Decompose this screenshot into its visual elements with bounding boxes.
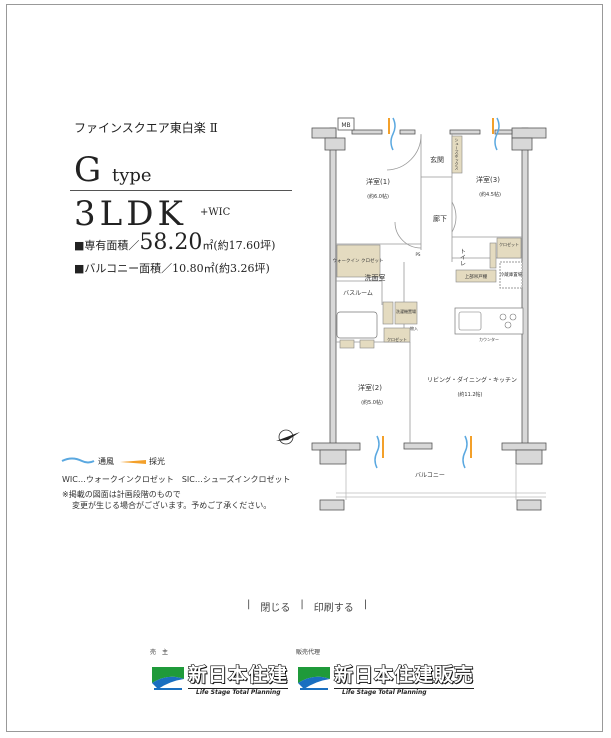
seller-logo: 売 主 新日本住建 Life Stage Total Planning — [150, 647, 289, 696]
private-area-label: ■専有面積／ — [74, 239, 140, 252]
room3-label: 洋室(3) — [476, 175, 500, 184]
closet-label: クロゼット — [499, 241, 519, 247]
room1-label: 洋室(1) — [366, 177, 390, 186]
toilet-label: トイレ — [459, 248, 466, 266]
private-area-unit: ㎡(約17.60坪) — [202, 239, 276, 252]
light-legend-icon — [120, 460, 146, 464]
agent-name: 新日本住建販売 — [333, 663, 475, 686]
stove-icon — [499, 313, 517, 329]
compass-icon — [276, 429, 300, 445]
wind-legend-icon — [61, 457, 95, 464]
sink-icon — [458, 311, 482, 331]
mb-box — [337, 117, 355, 131]
agent-tagline: Life Stage Total Planning — [334, 688, 475, 696]
walk-in-closet — [336, 244, 381, 278]
room2-label: 洋室(2) — [358, 383, 382, 392]
building-name: ファインスクエア東白楽 Ⅱ — [74, 121, 218, 135]
room1-size: (約6.0帖) — [367, 193, 389, 200]
closet-2 — [383, 327, 411, 343]
laundry-label: 洗濯機置場 — [396, 308, 416, 314]
note-line2: 変更が生じる場合がございます。予めご了承ください。 — [72, 501, 272, 510]
separator: | — [247, 599, 251, 610]
private-area: ■専有面積／58.20㎡(約17.60坪) — [74, 230, 275, 256]
ldk-size: (約11.2帖) — [457, 391, 482, 398]
upper-cabinet-label: 上部吊戸棚 — [465, 273, 488, 280]
balcony-area: ■バルコニー面積／10.80㎡(約3.26坪) — [74, 262, 270, 275]
unit-type: G type — [74, 152, 152, 194]
wic-label: ウォークイン クロゼット — [333, 257, 384, 264]
layout-extra: +WIC — [200, 207, 231, 218]
shoe-box — [451, 135, 463, 174]
seller-tagline: Life Stage Total Planning — [188, 688, 289, 696]
storage-areas — [336, 135, 522, 349]
separator: | — [300, 599, 304, 610]
seller-caption: 売 主 — [150, 649, 169, 656]
layout-name: 3LDK — [74, 194, 187, 234]
type-suffix: type — [111, 165, 152, 186]
shoe-box-label: シューズボックス — [455, 138, 460, 171]
counter-label: カウンター — [479, 336, 499, 342]
entrance-label: 玄関 — [430, 155, 444, 164]
bathtub — [336, 311, 378, 339]
private-area-value: 58.20 — [139, 230, 203, 255]
closet2-label: クロゼット — [387, 336, 407, 342]
agent-caption: 販売代理 — [296, 649, 321, 656]
close-link[interactable]: 閉じる — [260, 603, 291, 614]
upper-cabinet — [455, 269, 497, 283]
company-mark-icon — [152, 667, 184, 690]
walls — [311, 127, 547, 511]
ps-label: PS — [416, 252, 421, 257]
light-legend-label: 採光 — [149, 457, 165, 466]
bathroom-label: バスルーム — [343, 290, 373, 297]
washroom-label: 洗面室 — [365, 273, 386, 282]
agent-logo: 販売代理 新日本住建販売 Life Stage Total Planning — [296, 647, 475, 696]
notes: WIC…ウォークインクロゼット SIC…シューズインクロゼット ※掲載の図面は計… — [62, 474, 290, 511]
page-frame — [6, 4, 603, 732]
storage-label: 物入 — [410, 325, 418, 331]
note-line1: ※掲載の図面は計画段階のもので — [62, 490, 181, 499]
fridge-label: 冷蔵庫置場 — [500, 271, 523, 278]
separator: | — [363, 599, 368, 610]
balcony-label: バルコニー — [415, 472, 445, 479]
company-mark-icon — [298, 667, 330, 690]
closet-3 — [496, 237, 522, 259]
wind-legend-label: 通風 — [98, 457, 114, 466]
room2-size: (約5.0帖) — [361, 399, 383, 406]
hall-label: 廊下 — [433, 214, 447, 223]
abbrev-note: WIC…ウォークインクロゼット SIC…シューズインクロゼット — [62, 475, 291, 484]
actions-bar: | 閉じる | 印刷する | — [247, 599, 367, 614]
mb-label: MB — [341, 122, 350, 129]
seller-name: 新日本住建 — [187, 663, 289, 686]
room3-size: (約4.5帖) — [479, 191, 501, 198]
ldk-label: リビング・ダイニング・キッチン — [427, 376, 517, 384]
divider — [70, 190, 292, 191]
ventilation-markers — [374, 117, 500, 469]
print-link[interactable]: 印刷する — [313, 603, 354, 614]
type-letter: G — [74, 150, 102, 190]
fridge-space — [499, 261, 523, 289]
